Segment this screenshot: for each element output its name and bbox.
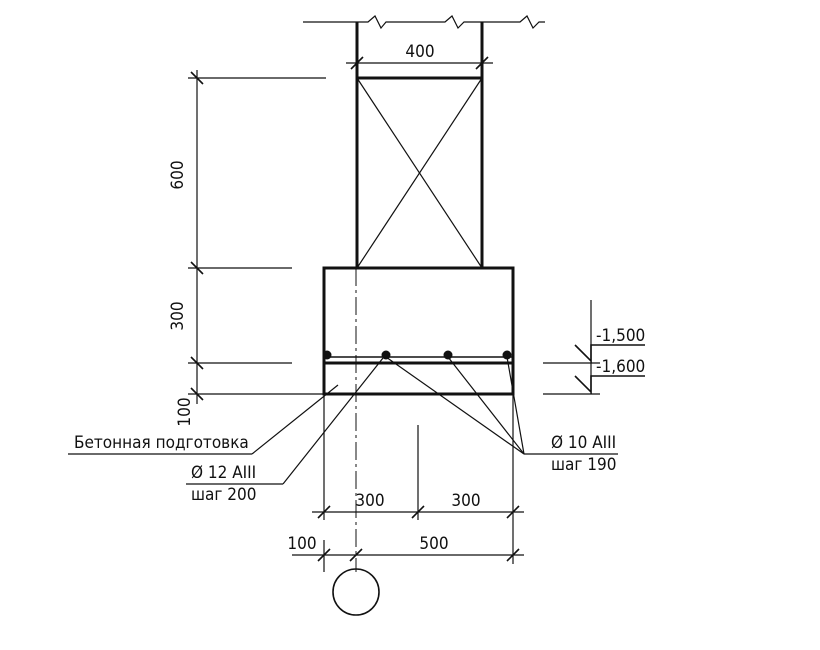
dimension-bedding-offset-label: 100	[287, 534, 316, 554]
dimension-base-width-label: 500	[419, 534, 448, 554]
dimension-horizontal-halves: 300 300	[312, 394, 524, 564]
dimension-column-width-label: 400	[405, 42, 434, 62]
rebar-bars	[322, 350, 512, 360]
axis-marker-circle	[332, 568, 380, 616]
footing	[322, 266, 515, 396]
leader-rebar-main: Ø 12 AIII шаг 200	[186, 357, 384, 505]
rebar-main-diameter-label: Ø 12 AIII	[191, 463, 256, 483]
rebar-dot	[322, 350, 332, 360]
rebar-dist-step-label: шаг 190	[551, 455, 616, 475]
rebar-dot	[381, 350, 391, 360]
rebar-main-step-label: шаг 200	[191, 485, 256, 505]
dimension-right-half-label: 300	[451, 491, 480, 511]
bedding-label: Бетонная подготовка	[74, 433, 249, 453]
dimension-column-height-label: 600	[168, 160, 188, 189]
level-top-label: -1,500	[596, 326, 645, 346]
ground-break-line	[303, 15, 545, 30]
dimension-footing-height-label: 300	[168, 301, 188, 330]
rebar-dist-diameter-label: Ø 10 AIII	[551, 433, 616, 453]
leader-rebar-distribution: Ø 10 AIII шаг 190	[385, 356, 618, 475]
dimension-horizontal-base: 100 500	[287, 534, 524, 572]
leader-bedding: Бетонная подготовка	[68, 384, 339, 455]
rebar-dot	[443, 350, 453, 360]
dimension-bedding-height-label: 100	[175, 397, 195, 426]
level-bottom-label: -1,600	[596, 357, 645, 377]
dimension-left-half-label: 300	[355, 491, 384, 511]
level-marks: -1,500 -1,600	[543, 300, 645, 395]
dimension-vertical-chain: 600 300 100	[168, 70, 326, 427]
rebar-dot	[502, 350, 512, 360]
dimension-column-width: 400	[346, 42, 493, 70]
